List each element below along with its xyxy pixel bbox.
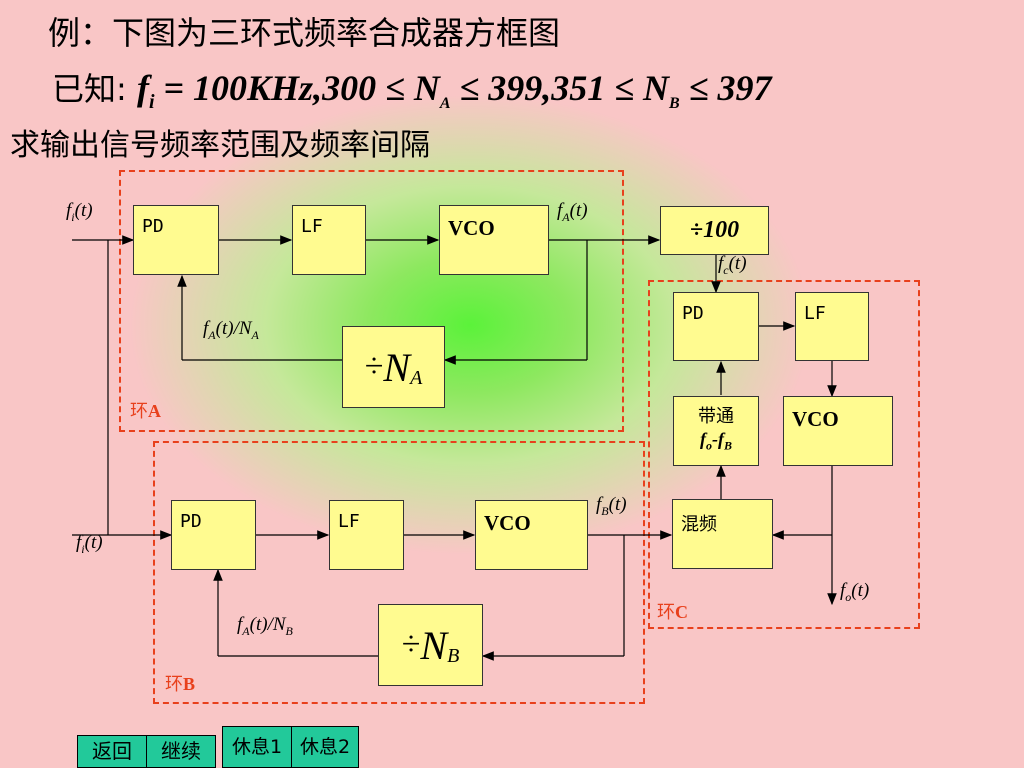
loop-a-boundary <box>119 170 624 432</box>
bandpass-filter-block: 带通 fo-fB <box>673 396 759 466</box>
loop-c-vco-block: VCO <box>783 396 893 466</box>
signal-label-fi-bottom: fi(t) <box>76 532 103 556</box>
rest2-button[interactable]: 休息2 <box>291 726 359 768</box>
loop-a-lf-block: LF <box>292 205 366 275</box>
page-title: 例：下图为三环式频率合成器方框图 <box>48 14 561 52</box>
signal-label-fc: fc(t) <box>718 253 747 277</box>
loop-a-pd-block: PD <box>133 205 219 275</box>
signal-label-fo: fo(t) <box>840 580 870 604</box>
divide-100-block: ÷100 <box>660 206 769 255</box>
loop-a-label: 环A <box>130 401 161 422</box>
signal-label-fi-top: fi(t) <box>66 200 93 224</box>
loop-b-boundary <box>153 441 645 704</box>
rest1-button[interactable]: 休息1 <box>222 726 292 768</box>
mixer-block: 混频 <box>672 499 773 569</box>
signal-label-fa-over-na: fA(t)/NA <box>203 318 259 342</box>
loop-a-vco-block: VCO <box>439 205 549 275</box>
loop-c-boundary <box>648 280 920 629</box>
question-text: 求输出信号频率范围及频率间隔 <box>10 128 430 163</box>
signal-label-fb: fB(t) <box>596 494 627 518</box>
signal-label-fa: fA(t) <box>557 200 588 224</box>
given-prefix: 已知: <box>52 70 127 108</box>
loop-b-label: 环B <box>165 674 196 695</box>
given-equation: fi = 100KHz,300 ≤ NA ≤ 399,351 ≤ NB ≤ 39… <box>136 68 772 114</box>
loop-c-lf-block: LF <box>795 292 869 361</box>
loop-b-lf-block: LF <box>329 500 404 570</box>
continue-button[interactable]: 继续 <box>146 735 216 768</box>
loop-c-label: 环C <box>657 602 688 623</box>
signal-label-fa-over-nb: fA(t)/NB <box>237 614 293 638</box>
loop-c-pd-block: PD <box>673 292 759 361</box>
loop-b-pd-block: PD <box>171 500 256 570</box>
back-button[interactable]: 返回 <box>77 735 147 768</box>
given-conditions: 已知: fi = 100KHz,300 ≤ NA ≤ 399,351 ≤ NB … <box>52 64 771 114</box>
loop-b-vco-block: VCO <box>475 500 588 570</box>
